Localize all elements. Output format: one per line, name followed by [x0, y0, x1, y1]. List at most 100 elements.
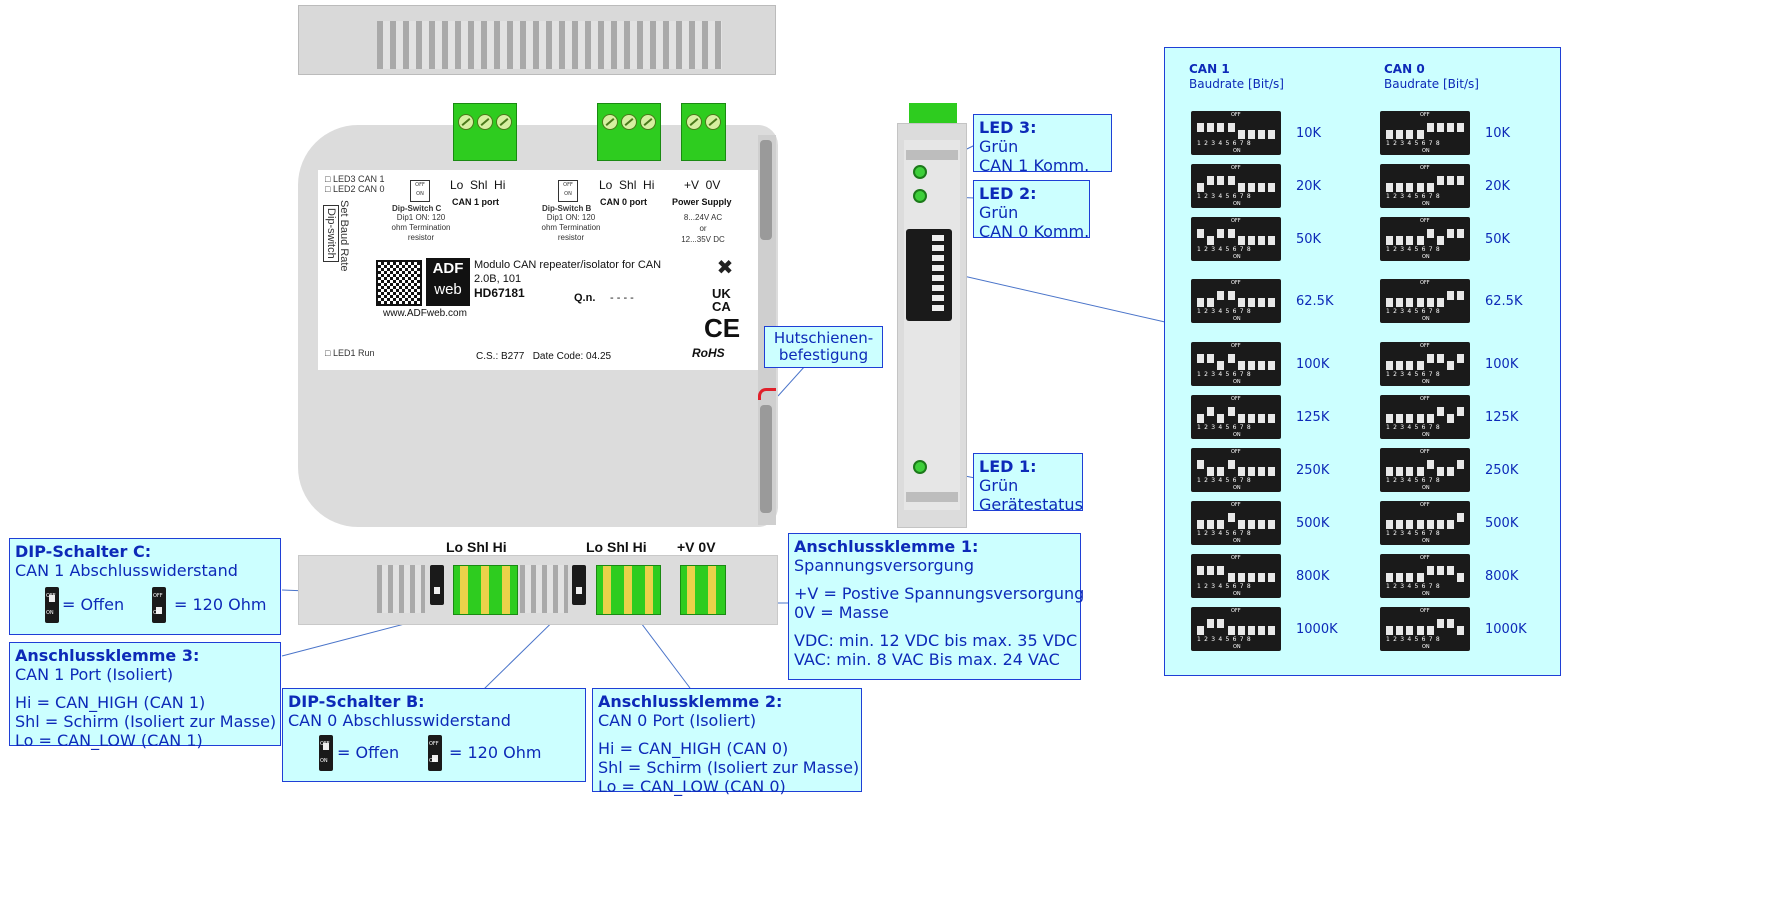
dip-key: [1258, 619, 1266, 635]
housing-notch-bottom: [760, 405, 772, 513]
dip-key: [1447, 354, 1455, 370]
dip-key: [1457, 460, 1465, 476]
dip-key: [1386, 407, 1393, 423]
dip-key: [1426, 513, 1434, 529]
callout-dip-b: DIP-Schalter B: CAN 0 Abschlusswiderstan…: [282, 688, 586, 782]
top-terminal-can1: [453, 103, 517, 161]
dip-key: [1426, 619, 1434, 635]
dip-key: [1406, 176, 1414, 192]
dip-key: [1386, 513, 1393, 529]
dip-key: [1207, 566, 1215, 582]
dip-key: [1207, 354, 1215, 370]
dip-key: [1406, 513, 1414, 529]
dip-key: [1237, 123, 1245, 139]
dip-key: [1217, 229, 1225, 245]
can1-rate-label: 10K: [1296, 126, 1322, 141]
top-terminal-power: [681, 103, 726, 161]
dip-key: [1406, 407, 1414, 423]
dip-key: [1248, 566, 1255, 582]
can1-rate-label: 250K: [1296, 463, 1330, 478]
can1-panel-sub: Baudrate [Bit/s]: [1189, 77, 1284, 91]
side-dip-switch: [906, 229, 952, 321]
dip-key: [1416, 619, 1424, 635]
can1-rate-label: 100K: [1296, 357, 1330, 372]
dip-key: [1426, 566, 1434, 582]
can0-rate-label: 250K: [1485, 463, 1519, 478]
dip-key: [1268, 513, 1276, 529]
red-clip-icon: [758, 388, 776, 400]
screw: [458, 114, 474, 130]
screw: [602, 114, 618, 130]
dip-key: [1237, 407, 1245, 423]
led2-icon: [913, 189, 927, 203]
baud-rate-panel: CAN 1 Baudrate [Bit/s] CAN 0 Baudrate [B…: [1164, 47, 1561, 676]
dip-key: [1396, 460, 1404, 476]
dip-key: [1207, 123, 1215, 139]
dip-key: [1416, 460, 1424, 476]
dip-key: [1396, 123, 1404, 139]
dip-key: [1227, 407, 1235, 423]
dip-key: [1237, 176, 1245, 192]
dipb-mini-switch: OFF ON: [558, 180, 578, 202]
qr-code: [376, 260, 422, 306]
can0-port-label: CAN 0 port: [600, 197, 647, 207]
dip-key: [1268, 460, 1276, 476]
dip-key: [1248, 176, 1255, 192]
dip-key: [1437, 460, 1444, 476]
dip-key: [1258, 513, 1266, 529]
dip-key: [1268, 291, 1276, 307]
dip-key: [1406, 619, 1414, 635]
dipc-title: Dip-Switch C: [392, 204, 442, 213]
dip-key: [1416, 291, 1424, 307]
can1-pin-labels: Lo Shl Hi: [450, 178, 506, 192]
ohm-label: = 120 Ohm: [449, 743, 542, 762]
can0-rate-label: 125K: [1485, 410, 1519, 425]
callout-klemme-1: Anschlussklemme 1: Spannungsversorgung +…: [788, 533, 1084, 680]
power-supply-label: Power Supply: [672, 197, 732, 207]
dip-key: [1426, 176, 1434, 192]
dip-key: [1268, 176, 1276, 192]
qn-value: - - - -: [610, 292, 634, 304]
dip-key: [1227, 176, 1235, 192]
dip-key: [1447, 460, 1455, 476]
bottom-can0-pins: Lo Shl Hi: [586, 539, 647, 555]
screw: [496, 114, 512, 130]
open-label: = Offen: [62, 595, 125, 614]
dip-key: [1237, 229, 1245, 245]
dip-key: [1237, 566, 1245, 582]
dip-key: [1237, 460, 1245, 476]
dip-key: [1437, 123, 1444, 139]
dip-key: [1207, 460, 1215, 476]
dip-key: [1197, 619, 1204, 635]
can0-rate-label: 800K: [1485, 569, 1519, 584]
side-dip-keys: [932, 235, 944, 315]
dip-key: [1217, 513, 1225, 529]
dip-key: [1227, 291, 1235, 307]
product-code: HD67181: [474, 286, 525, 300]
bottom-can1-pins: Lo Shl Hi: [446, 539, 507, 555]
dip-key: [1447, 176, 1455, 192]
dip-key: [1268, 354, 1276, 370]
dip-key: [1227, 229, 1235, 245]
dip-key: [1197, 123, 1204, 139]
dip-key: [1386, 229, 1393, 245]
led1-label: □ LED1 Run: [325, 348, 375, 358]
dip-key: [1386, 619, 1393, 635]
can1-rate-label: 20K: [1296, 179, 1322, 194]
dip-key: [1447, 407, 1455, 423]
callout-hutschiene: Hutschienen- befestigung: [764, 326, 883, 368]
side-top-connector: [909, 103, 957, 125]
dip-key: [1386, 460, 1393, 476]
dip-key: [1457, 513, 1465, 529]
dip-key: [1416, 566, 1424, 582]
can0-panel-sub: Baudrate [Bit/s]: [1384, 77, 1479, 91]
dip-key: [1396, 513, 1404, 529]
dip-key: [1227, 619, 1235, 635]
dip-key: [1248, 460, 1255, 476]
